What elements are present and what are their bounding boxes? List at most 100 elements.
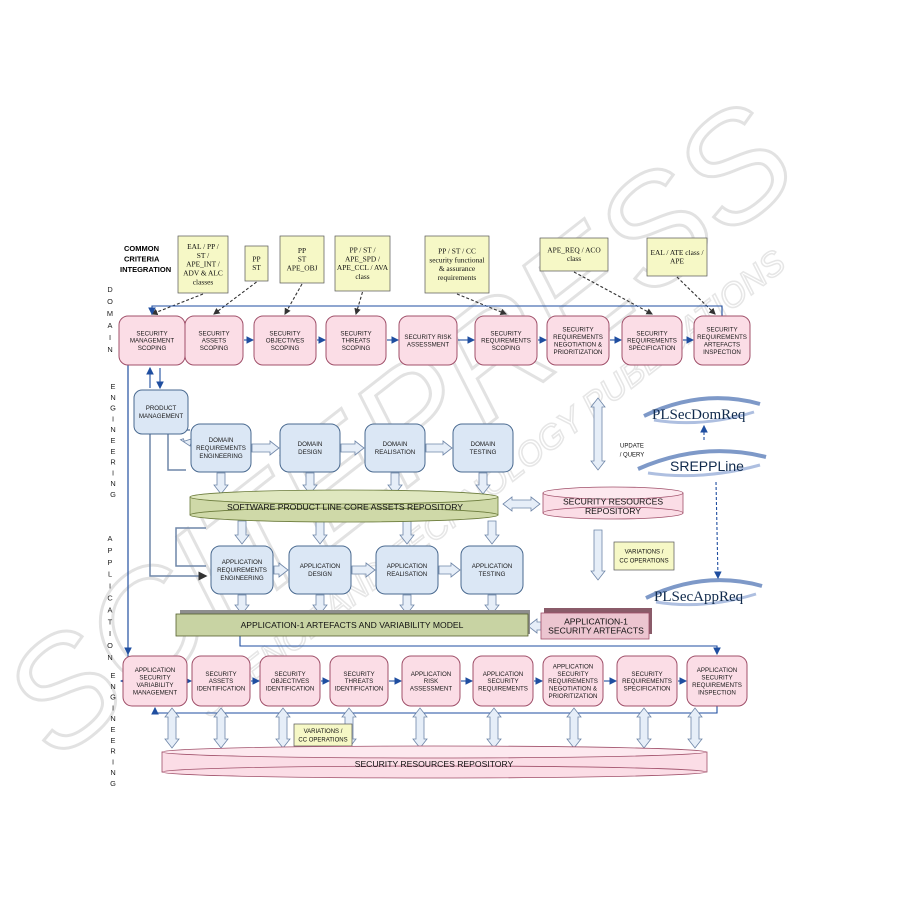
engineering-side-label-top-letter: R	[110, 458, 115, 467]
app-step-box	[472, 655, 534, 707]
app-to-model-arrow	[484, 594, 500, 615]
srepp-title: SREPPLine	[670, 458, 744, 474]
repo-app-vertical-arrow	[164, 707, 180, 749]
domain-step-box	[693, 315, 751, 366]
update-query-label: UPDATE/ QUERY	[620, 444, 645, 459]
app-model-bar	[175, 613, 529, 637]
srepp-swoosh	[637, 449, 767, 471]
sec-repo-bottom-label: SECURITY RESOURCES REPOSITORY	[355, 759, 514, 769]
repo-app-vertical-arrow	[566, 707, 582, 749]
core-repo-top	[189, 489, 499, 505]
engineering-side-label-top-letter: I	[112, 414, 114, 423]
srepp-swoosh	[647, 463, 761, 478]
repo-app-vertical-arrow	[636, 707, 652, 749]
variations-bottom-label: VARIATIONS /CC OPERATIONS	[298, 729, 347, 744]
domain-process-box	[279, 423, 341, 473]
domain-side-label-letter: D	[107, 285, 112, 294]
application-side-label-letter: L	[108, 570, 112, 579]
core-to-app-arrow	[484, 520, 500, 545]
domain-process-arrow	[340, 440, 365, 456]
core-to-app-arrow	[399, 520, 415, 545]
app-to-model-arrow	[234, 594, 250, 615]
core-sec-repo-arrow	[502, 496, 541, 512]
domain-process-box	[190, 423, 252, 473]
sec-repo-bottom-cap	[161, 745, 707, 759]
engineering-side-label-bottom-letter: G	[110, 693, 116, 702]
app-process-box	[375, 545, 439, 595]
application-side-label-letter: P	[108, 558, 113, 567]
repo-app-vertical-arrow	[213, 707, 229, 749]
application-side-label-letter: A	[108, 534, 113, 543]
plsec-dom-title: PLSecDomReq	[652, 407, 746, 423]
application-side-label-letter: A	[108, 605, 113, 614]
srepp-to-app-arrow	[714, 481, 722, 580]
engineering-side-label-bottom-letter: G	[110, 779, 116, 788]
repo-app-vertical-arrow	[486, 707, 502, 749]
application-side-label-letter: P	[108, 546, 113, 555]
cc-note-arrow	[150, 293, 204, 316]
core-to-app-arrow	[312, 520, 328, 545]
app-step-box	[259, 655, 321, 707]
plsec-app-swoosh	[645, 578, 763, 600]
engineering-side-label-bottom-letter: I	[112, 757, 114, 766]
sec-repo-bottom-base	[161, 765, 707, 779]
domain-left-frame	[167, 429, 190, 471]
domain-to-core-arrow	[387, 472, 403, 495]
cc-note-box	[177, 235, 229, 294]
domain-process-box	[452, 423, 514, 473]
engineering-side-label-bottom-letter: N	[110, 682, 115, 691]
plsec-app-title: PLSecAppReq	[654, 589, 744, 605]
domain-to-core-arrow	[475, 472, 491, 495]
product-management-box	[133, 389, 189, 435]
engineering-side-label-top-letter: G	[110, 404, 116, 413]
domain-step-box	[621, 315, 683, 366]
domain-process-arrow	[251, 440, 280, 456]
domain-step-box	[474, 315, 538, 366]
engineering-side-label-top-letter: N	[110, 479, 115, 488]
domain-side-label-letter: O	[107, 297, 113, 306]
domain-to-core-arrow	[213, 472, 229, 495]
cc-note-box	[424, 235, 490, 294]
cc-note-box	[646, 237, 708, 277]
update-query-arrow	[590, 397, 606, 471]
application-side-label-letter: C	[107, 594, 113, 603]
core-repo-label: SOFTWARE PRODUCT LINE CORE ASSETS REPOSI…	[227, 502, 463, 512]
application-side-label-letter: N	[107, 653, 112, 662]
app-process-arrow	[273, 562, 289, 578]
app-step-box	[191, 655, 251, 707]
domain-to-core-arrow	[302, 472, 318, 495]
domain-side-label-letter: M	[107, 309, 113, 318]
domain-side-label-letter: I	[109, 333, 111, 342]
variations-right-box	[613, 541, 675, 571]
app-process-box	[210, 545, 274, 595]
domain-step-box	[398, 315, 458, 366]
domain-step-box	[546, 315, 610, 366]
core-repo-bottom	[189, 507, 499, 523]
engineering-side-label-top-letter: E	[111, 382, 116, 391]
domain-feedback-loop	[148, 305, 723, 316]
plsec-app-swoosh	[655, 592, 757, 607]
domain-side-label-letter: N	[107, 345, 112, 354]
app-step-box	[329, 655, 389, 707]
cc-note-box	[334, 235, 391, 292]
app-left-frame	[175, 527, 206, 567]
repo-app-vertical-arrow	[275, 707, 291, 749]
